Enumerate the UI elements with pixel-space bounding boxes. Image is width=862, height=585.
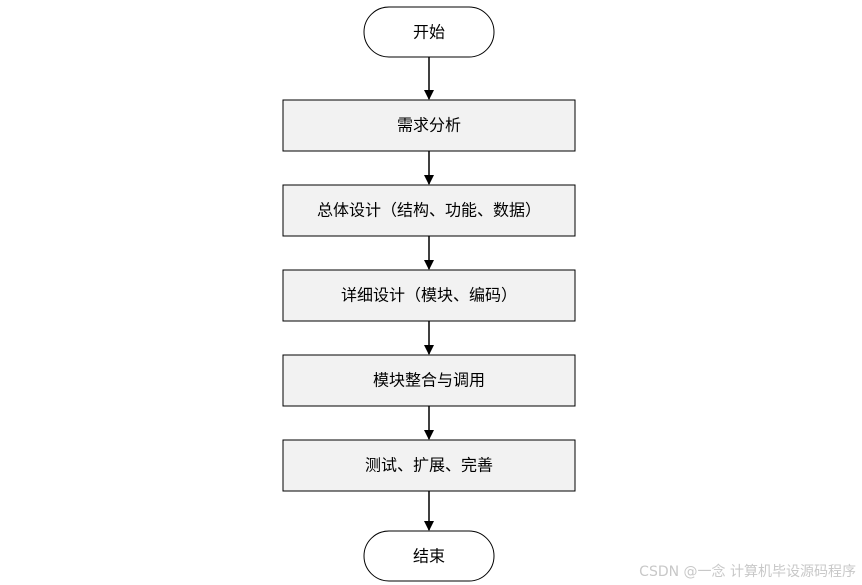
step-testing: 测试、扩展、完善: [282, 439, 576, 492]
start-label: 开始: [413, 23, 445, 42]
step-module-integration: 模块整合与调用: [282, 354, 576, 407]
step-label: 测试、扩展、完善: [365, 456, 493, 475]
step-overall-design: 总体设计（结构、功能、数据）: [282, 184, 576, 237]
step-requirements-analysis: 需求分析: [282, 99, 576, 152]
step-label: 需求分析: [397, 116, 461, 135]
step-label: 模块整合与调用: [373, 371, 485, 390]
end-node: 结束: [363, 530, 495, 582]
end-label: 结束: [413, 547, 445, 566]
step-label: 总体设计（结构、功能、数据）: [317, 201, 541, 220]
start-node: 开始: [363, 6, 495, 58]
watermark: CSDN @一念 计算机毕设源码程序: [639, 564, 856, 580]
step-label: 详细设计（模块、编码）: [341, 286, 517, 305]
step-detailed-design: 详细设计（模块、编码）: [282, 269, 576, 322]
